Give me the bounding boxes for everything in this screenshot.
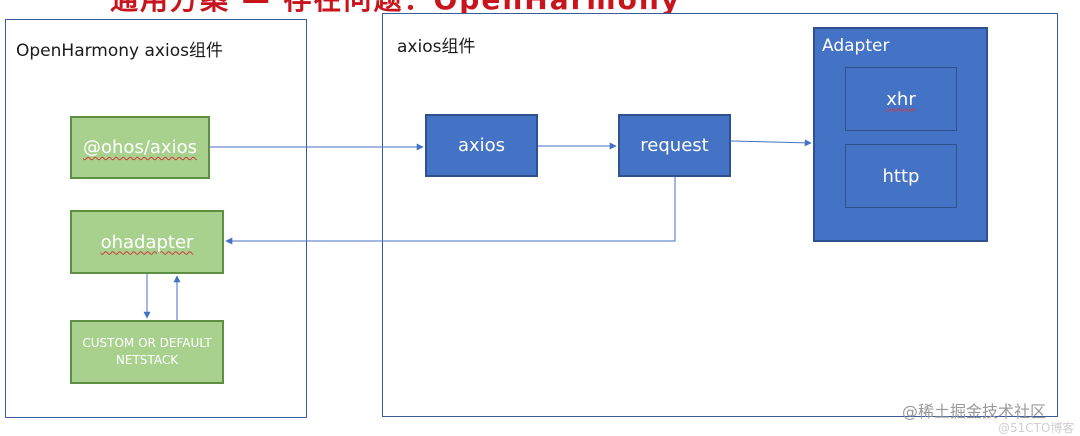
panel-label-axios-text: axios组件 (397, 37, 476, 57)
request-label: request (640, 135, 709, 156)
request-box[interactable]: request (618, 114, 731, 177)
panel-label-openharmony: OpenHarmony axios组件 (16, 36, 223, 61)
watermark-51cto: @51CTO博客 (998, 421, 1075, 435)
axios-box[interactable]: axios (425, 114, 538, 177)
ohos-axios-label: @ohos/axios (83, 137, 197, 158)
adapter-item-http-label: http (882, 165, 920, 187)
netstack-label: CUSTOM OR DEFAULT NETSTACK (82, 336, 212, 367)
ohos-axios-box[interactable]: @ohos/axios (70, 116, 210, 179)
arrow-request-to-ohadapter (225, 177, 676, 245)
adapter-item-xhr[interactable]: xhr (845, 67, 957, 131)
axios-label: axios (457, 135, 506, 156)
ohadapter-label: ohadapter (100, 231, 194, 253)
arrow-request-to-adapter (730, 139, 812, 147)
netstack-box[interactable]: CUSTOM OR DEFAULT NETSTACK (70, 320, 224, 384)
panel-label-axios: axios组件 (397, 32, 475, 57)
ohadapter-box[interactable]: ohadapter (70, 210, 224, 274)
watermark-juejin: @稀土掘金技术社区 (902, 402, 1047, 421)
panel-label-text: OpenHarmony axios组件 (16, 41, 223, 61)
adapter-item-xhr-label: xhr (886, 88, 916, 110)
adapter-item-http[interactable]: http (845, 144, 957, 208)
adapter-label: Adapter (822, 36, 890, 56)
adapter-box[interactable]: Adapter xhr http (813, 27, 988, 242)
